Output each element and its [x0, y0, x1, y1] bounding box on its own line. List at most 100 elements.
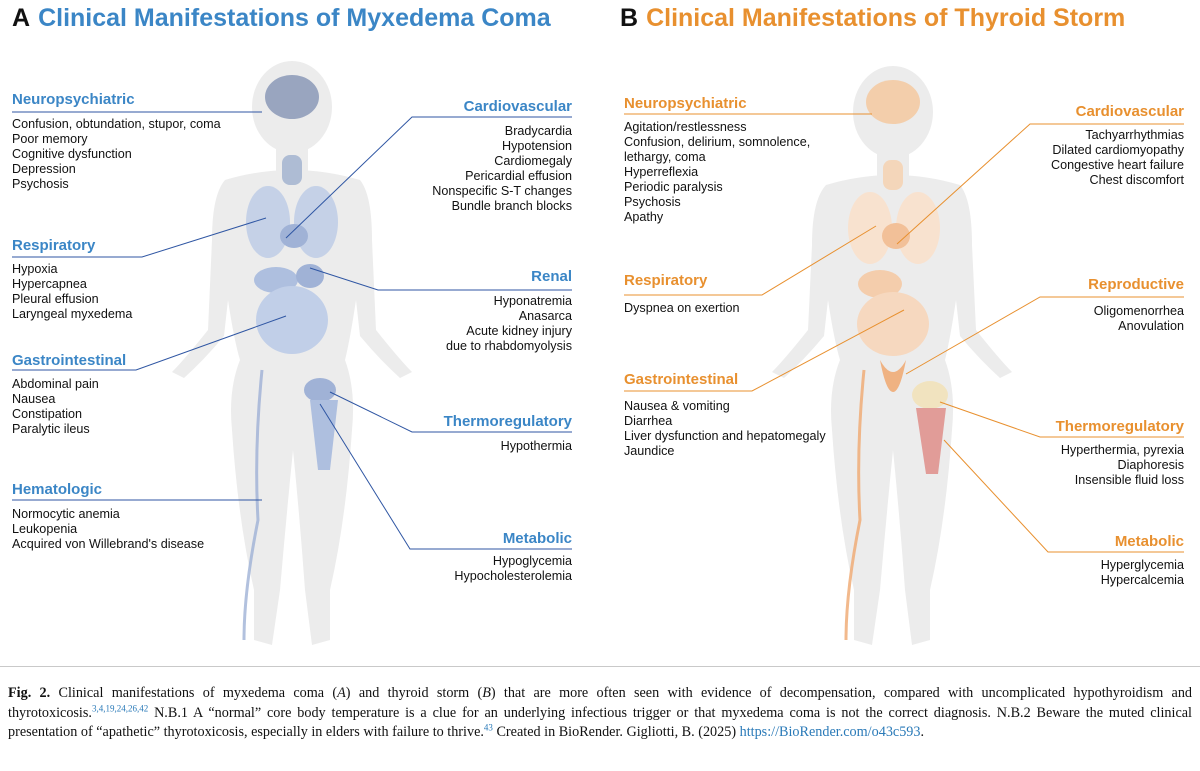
b-resp-heading: Respiratory: [624, 272, 708, 289]
heart-icon: [280, 224, 308, 248]
citation-refs[interactable]: 3,4,19,24,26,42: [91, 702, 149, 713]
list-item: Abdominal pain: [12, 377, 99, 391]
a-cardio-heading: Cardiovascular: [463, 98, 572, 115]
vein-icon: [844, 369, 866, 641]
list-item: Hyperreflexia: [624, 165, 699, 179]
biorender-link[interactable]: https://BioRender.com/o43c593: [739, 724, 921, 740]
a-metab-heading: Metabolic: [502, 530, 572, 547]
intestines-icon: [256, 286, 328, 354]
organs-a: [242, 75, 338, 641]
list-item: Pleural effusion: [12, 292, 99, 306]
connectors-b: [624, 113, 1184, 553]
list-item: lethargy, coma: [624, 150, 706, 164]
caption-label: Fig. 2.: [8, 685, 51, 701]
thyroid-icon: [883, 160, 903, 190]
list-item: Hypocholesterolemia: [454, 569, 572, 583]
list-item: Jaundice: [624, 444, 675, 458]
a-resp-heading: Respiratory: [12, 237, 96, 254]
panel-a-letter: A: [12, 4, 31, 32]
list-item: Dilated cardiomyopathy: [1052, 143, 1184, 157]
list-item: Nausea: [12, 392, 56, 406]
b-neuro-heading: Neuropsychiatric: [624, 95, 747, 112]
muscle-icon: [916, 408, 946, 474]
a-thermo-heading: Thermoregulatory: [443, 413, 572, 430]
list-item: Confusion, delirium, somnolence,: [624, 135, 811, 149]
list-item: Anasarca: [518, 309, 572, 323]
a-resp-list: Hypoxia Hypercapnea Pleural effusion Lar…: [12, 262, 132, 322]
list-item: Constipation: [12, 407, 83, 421]
b-metab-heading: Metabolic: [1114, 533, 1184, 550]
list-item: Acquired von Willebrand's disease: [12, 537, 205, 551]
list-item: Bradycardia: [504, 124, 572, 138]
list-item: Acute kidney injury: [466, 324, 572, 338]
list-item: Hyperglycemia: [1100, 558, 1184, 572]
b-metab-list: Hyperglycemia Hypercalcemia: [1101, 558, 1184, 588]
uterus-icon: [880, 360, 906, 392]
heart-icon: [882, 223, 910, 249]
list-item: Tachyarrhythmias: [1085, 128, 1184, 142]
list-item: Diarrhea: [624, 414, 673, 428]
caption-text: Created in BioRender. Gigliotti, B. (202…: [492, 724, 740, 740]
lungs-icon: [246, 186, 290, 258]
stomach-icon: [296, 264, 324, 288]
fat-cells-icon: [304, 378, 336, 402]
thyroid-icon: [282, 155, 302, 185]
a-gi-list: Abdominal pain Nausea Constipation Paral…: [12, 377, 99, 437]
liver-icon: [858, 270, 902, 298]
list-item: Poor memory: [12, 132, 88, 146]
b-gi-heading: Gastrointestinal: [624, 371, 739, 388]
a-thermo-list: Hypothermia: [501, 439, 572, 454]
fat-cells-icon: [912, 381, 948, 409]
a-neuro-heading: Neuropsychiatric: [12, 91, 135, 108]
list-item: Oligomenorrhea: [1093, 304, 1184, 318]
list-item: Normocytic anemia: [12, 507, 120, 521]
list-item: Leukopenia: [12, 522, 78, 536]
b-repro-heading: Reproductive: [1088, 276, 1184, 293]
a-neuro-list: Confusion, obtundation, stupor, coma Poo…: [12, 117, 221, 192]
caption-text: N.B.1 A “normal” core body temperature i…: [8, 704, 1192, 741]
caption-text: ) and thyroid storm (: [345, 685, 483, 701]
caption-ref-a: A: [337, 685, 346, 701]
list-item: Hypothermia: [500, 439, 572, 453]
a-heme-heading: Hematologic: [12, 481, 103, 498]
list-item: Depression: [12, 162, 76, 176]
figure-caption: Fig. 2. Clinical manifestations of myxed…: [8, 684, 1192, 743]
list-item: Insensible fluid loss: [1074, 473, 1184, 487]
figure-artwork: [12, 61, 1184, 645]
list-item: Pericardial effusion: [465, 169, 572, 183]
list-item: Anovulation: [1118, 319, 1184, 333]
list-item: Hypercalcemia: [1100, 573, 1184, 587]
list-item: Paralytic ileus: [12, 422, 90, 436]
b-resp-list: Dyspnea on exertion: [624, 301, 740, 316]
list-item: Hyponatremia: [493, 294, 572, 308]
list-item: Hypoglycemia: [492, 554, 572, 568]
list-item: Congestive heart failure: [1050, 158, 1184, 172]
list-item: Bundle branch blocks: [451, 199, 572, 213]
list-item: Hyperthermia, pyrexia: [1060, 443, 1184, 457]
a-gi-heading: Gastrointestinal: [12, 352, 127, 369]
brain-icon: [866, 80, 920, 124]
list-item: Psychosis: [624, 195, 681, 209]
a-renal-list: Hyponatremia Anasarca Acute kidney injur…: [446, 294, 572, 354]
list-item: Hypercapnea: [12, 277, 87, 291]
list-item: Nonspecific S-T changes: [432, 184, 572, 198]
intestines-icon: [857, 292, 929, 356]
list-item: Cognitive dysfunction: [12, 147, 132, 161]
a-cardio-list: Bradycardia Hypotension Cardiomegaly Per…: [432, 124, 572, 214]
list-item: Chest discomfort: [1089, 173, 1184, 187]
list-item: due to rhabdomyolysis: [445, 339, 572, 353]
caption-text: Clinical manifestations of myxedema coma…: [50, 685, 338, 701]
list-item: Dyspnea on exertion: [624, 301, 740, 315]
list-item: Cardiomegaly: [494, 154, 572, 168]
organs-b: [844, 80, 948, 641]
citation-refs[interactable]: 43: [483, 722, 493, 733]
a-renal-heading: Renal: [531, 268, 572, 285]
panel-b-title-text: Clinical Manifestations of Thyroid Storm: [646, 4, 1126, 32]
b-cardio-heading: Cardiovascular: [1075, 103, 1184, 120]
list-item: Psychosis: [12, 177, 69, 191]
muscle-icon: [310, 400, 338, 470]
list-item: Diaphoresis: [1117, 458, 1185, 472]
caption-text: .: [920, 724, 925, 740]
